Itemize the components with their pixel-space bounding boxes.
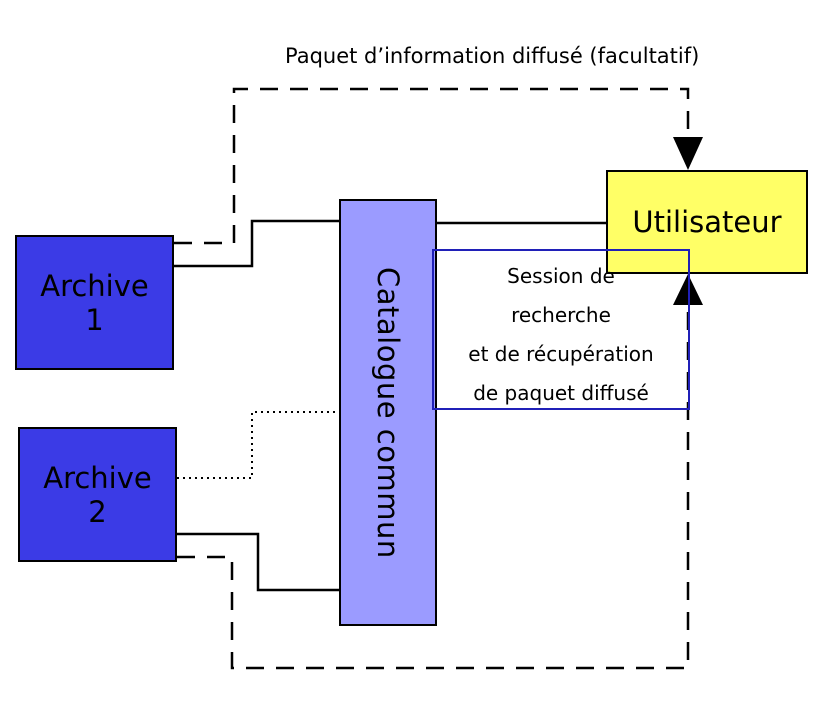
arrow-down-to-user bbox=[673, 137, 703, 170]
dashed-path-top bbox=[174, 87, 690, 245]
user-label: Utilisateur bbox=[632, 205, 782, 239]
common-catalogue-box: Catalogue commun bbox=[339, 199, 437, 626]
archive-2-label: Archive bbox=[43, 460, 152, 495]
session-line-1: Session de bbox=[507, 264, 615, 288]
link-archive1-catalogue bbox=[174, 219, 339, 268]
session-line-3: et de récupération bbox=[468, 342, 654, 366]
archive-2-box: Archive 2 bbox=[18, 427, 177, 562]
dashed-path-bottom bbox=[177, 302, 690, 670]
link-archive2-catalogue bbox=[177, 532, 339, 592]
archive-1-number: 1 bbox=[85, 302, 104, 337]
session-line-4: de paquet diffusé bbox=[473, 381, 649, 405]
archive-1-box: Archive 1 bbox=[15, 235, 174, 370]
archive-2-number: 2 bbox=[88, 494, 107, 529]
session-line-2: recherche bbox=[511, 303, 611, 327]
archive-1-label: Archive bbox=[40, 268, 149, 303]
user-box: Utilisateur bbox=[606, 170, 808, 274]
dotted-link-archive2-catalogue bbox=[177, 411, 339, 479]
common-catalogue-label: Catalogue commun bbox=[371, 266, 405, 559]
search-retrieval-session-box: Session de recherche et de récupération … bbox=[432, 249, 690, 410]
disseminated-package-label: Paquet d’information diffusé (facultatif… bbox=[285, 44, 700, 68]
